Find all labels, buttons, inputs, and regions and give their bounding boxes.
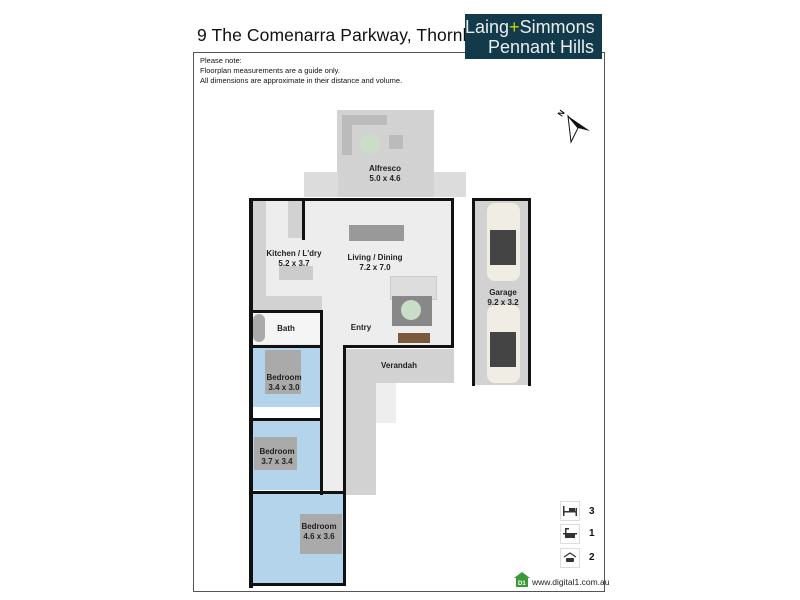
wall — [249, 345, 323, 348]
room-label-bath: Bath — [277, 324, 295, 333]
kitchen-island — [279, 266, 313, 280]
wall — [451, 198, 454, 348]
bed-1 — [265, 350, 301, 394]
wall — [249, 198, 454, 201]
agency-logo: Laing+Simmons Pennant Hills — [465, 14, 602, 59]
bathroom-count: 1 — [589, 528, 595, 539]
kitchen-bench-top — [288, 200, 302, 238]
kitchen-bench-left — [252, 200, 266, 310]
digital1-logo-icon: D1 — [514, 572, 530, 587]
bed-icon — [560, 501, 580, 521]
wall — [249, 418, 323, 421]
parking-count: 2 — [589, 552, 595, 563]
logo-laing: Laing — [465, 17, 510, 37]
bathtub — [253, 314, 265, 342]
coffee-table — [401, 300, 421, 320]
stairs — [376, 383, 396, 423]
wall — [302, 198, 305, 240]
note-heading: Please note: — [200, 56, 242, 65]
room-label-verandah: Verandah — [380, 361, 418, 370]
bedroom-count: 3 — [589, 506, 595, 517]
verandah-side — [344, 383, 376, 495]
wall — [472, 198, 531, 201]
property-address: 9 The Comenarra Parkway, Thornleigh — [197, 25, 501, 45]
room-label-entry: Entry — [350, 323, 372, 332]
verandah-area — [344, 349, 454, 383]
outdoor-chair — [389, 135, 403, 149]
car-icon — [560, 548, 580, 568]
logo-office: Pennant Hills — [487, 37, 594, 57]
alfresco-step-left — [304, 172, 338, 197]
note-line: Floorplan measurements are a guide only. — [200, 66, 340, 75]
floorplan-frame — [193, 52, 605, 592]
compass-label: N — [556, 108, 567, 118]
bath-icon — [560, 524, 580, 544]
outdoor-sofa — [342, 115, 387, 125]
wall — [343, 345, 346, 585]
wall — [343, 345, 454, 348]
outdoor-table — [360, 134, 380, 154]
wall — [528, 198, 531, 386]
tv-unit — [398, 333, 430, 343]
compass-north-arrow-icon: N — [556, 108, 590, 144]
bed-2 — [254, 437, 297, 470]
logo-plus: + — [509, 17, 520, 37]
bed-3 — [300, 514, 342, 554]
outdoor-sofa-side — [342, 115, 352, 155]
website-link[interactable]: www.digital1.com.au — [532, 577, 610, 587]
wall — [249, 310, 323, 313]
hallway — [322, 310, 344, 495]
wall — [472, 198, 475, 386]
alfresco-step-right — [434, 172, 466, 197]
dining-table — [349, 225, 404, 241]
wall — [249, 583, 346, 586]
kitchen-bench-bottom — [266, 296, 322, 310]
note-line: All dimensions are approximate in their … — [200, 76, 403, 85]
disclaimer-notes: Please note: Floorplan measurements are … — [200, 56, 402, 86]
svg-text:D1: D1 — [518, 581, 526, 587]
wall — [249, 491, 346, 494]
wall — [249, 198, 253, 588]
car-2-roof — [490, 332, 516, 367]
logo-simmons: Simmons — [519, 17, 595, 37]
wall — [320, 310, 323, 495]
car-1-roof — [490, 230, 516, 265]
